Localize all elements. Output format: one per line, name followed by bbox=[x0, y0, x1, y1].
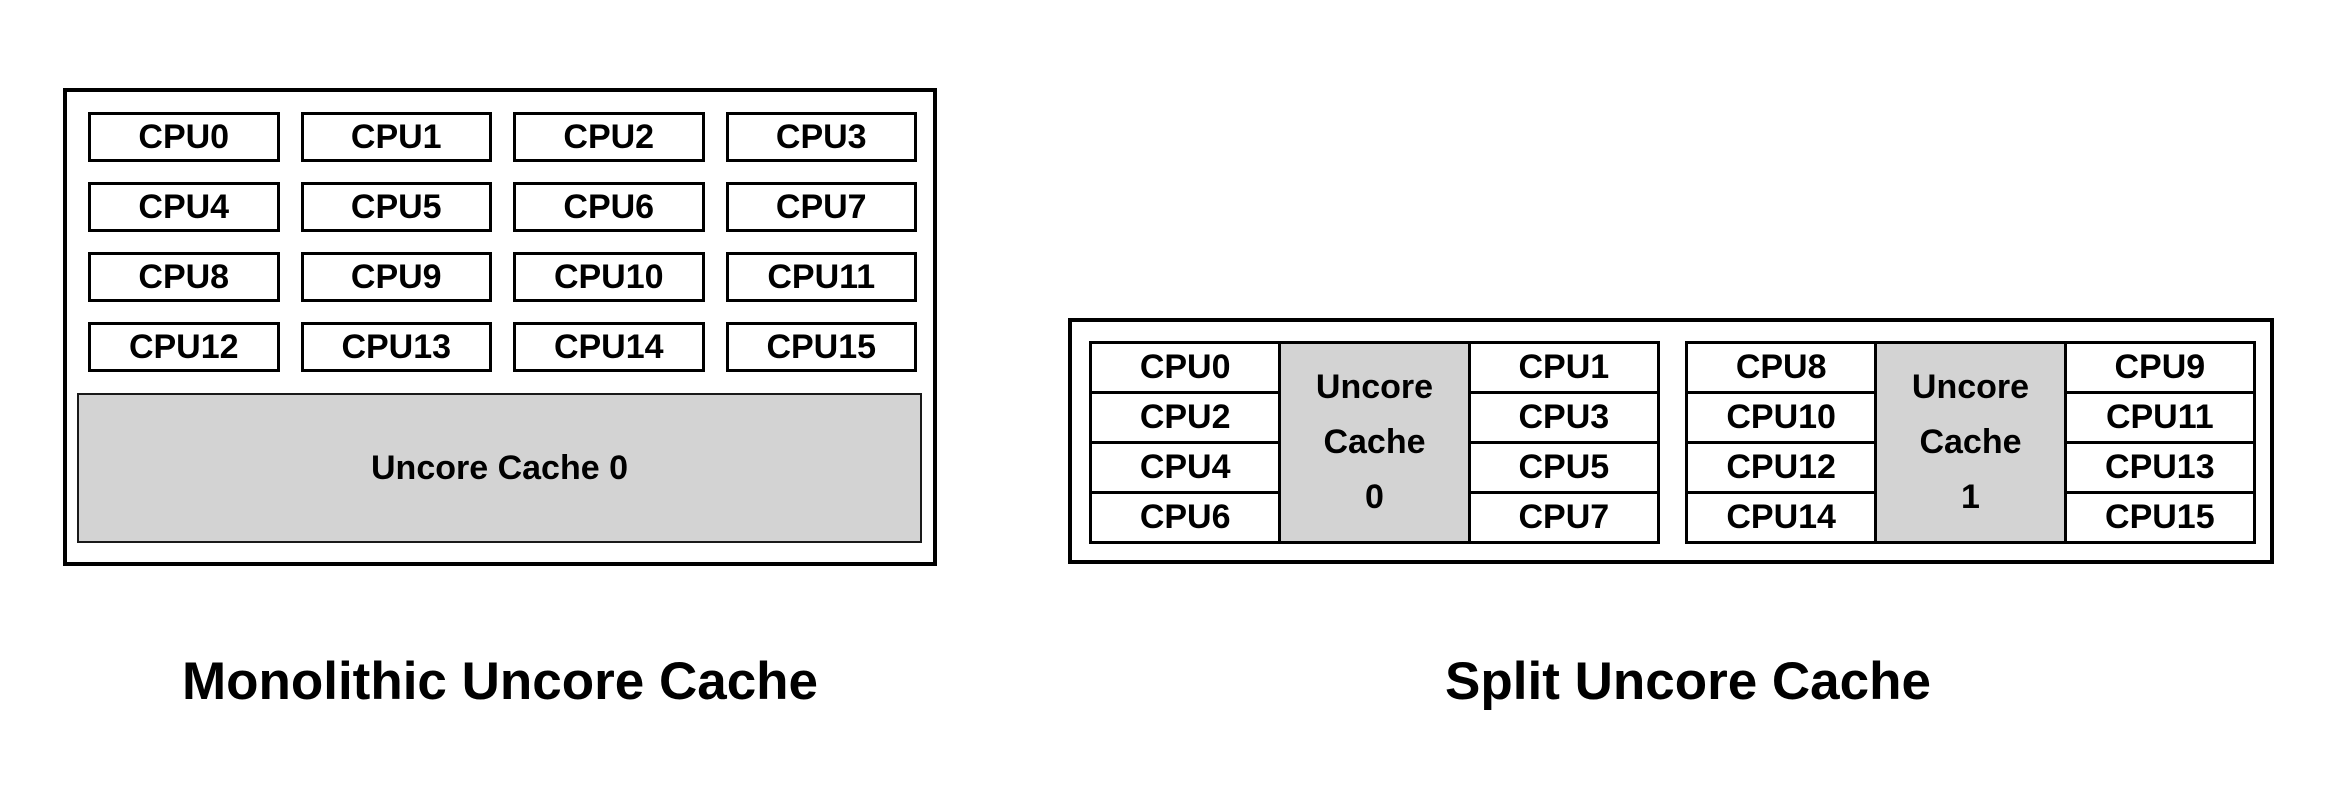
cache-label-line: 1 bbox=[1961, 478, 1980, 517]
cpu-cell: CPU2 bbox=[513, 112, 705, 162]
cache-label-line: Cache bbox=[1323, 422, 1426, 461]
cpu-cell: CPU8 bbox=[88, 252, 280, 302]
uncore-cache-0-box: Uncore Cache 0 bbox=[77, 393, 922, 543]
cpu-cell: CPU11 bbox=[2066, 394, 2253, 441]
cpu-cell: CPU4 bbox=[88, 182, 280, 232]
cpu-cell: CPU4 bbox=[1092, 444, 1279, 491]
cpu-cell: CPU8 bbox=[1688, 344, 1875, 391]
cpu-cell: CPU13 bbox=[300, 322, 492, 372]
cache-label-line: 0 bbox=[1365, 478, 1384, 517]
uncore-cache-1-cell: Uncore Cache 1 bbox=[1877, 344, 2064, 541]
monolithic-cpu-grid: CPU0 CPU1 CPU2 CPU3 CPU4 CPU5 CPU6 CPU7 … bbox=[88, 112, 917, 372]
cpu-cell: CPU1 bbox=[1470, 344, 1657, 391]
cpu-cell: CPU12 bbox=[1688, 444, 1875, 491]
cpu-cell: CPU3 bbox=[1470, 394, 1657, 441]
cpu-cell: CPU15 bbox=[725, 322, 917, 372]
split-cluster-0: CPU0 CPU2 CPU4 CPU6 Uncore Cache 0 CPU1 … bbox=[1089, 341, 1660, 544]
cpu-cell: CPU14 bbox=[513, 322, 705, 372]
split-cluster-1: CPU8 CPU10 CPU12 CPU14 Uncore Cache 1 CP… bbox=[1685, 341, 2256, 544]
cpu-cell: CPU15 bbox=[2066, 494, 2253, 541]
cpu-cell: CPU10 bbox=[513, 252, 705, 302]
cpu-cell: CPU7 bbox=[1470, 494, 1657, 541]
cpu-cell: CPU10 bbox=[1688, 394, 1875, 441]
split-caption: Split Uncore Cache bbox=[1445, 652, 1931, 711]
cpu-cell: CPU1 bbox=[300, 112, 492, 162]
cache-label-line: Uncore bbox=[1315, 367, 1434, 406]
cpu-cell: CPU13 bbox=[2066, 444, 2253, 491]
cpu-cell: CPU5 bbox=[1470, 444, 1657, 491]
cpu-cell: CPU0 bbox=[1092, 344, 1279, 391]
cpu-cell: CPU6 bbox=[513, 182, 705, 232]
uncore-cache-0-cell: Uncore Cache 0 bbox=[1281, 344, 1468, 541]
monolithic-package-box: CPU0 CPU1 CPU2 CPU3 CPU4 CPU5 CPU6 CPU7 … bbox=[63, 88, 937, 566]
cache-label-line: Uncore bbox=[1911, 367, 2030, 406]
cpu-cell: CPU9 bbox=[2066, 344, 2253, 391]
split-package-box: CPU0 CPU2 CPU4 CPU6 Uncore Cache 0 CPU1 … bbox=[1068, 318, 2274, 564]
cpu-cell: CPU12 bbox=[88, 322, 280, 372]
cpu-cell: CPU7 bbox=[725, 182, 917, 232]
cpu-cell: CPU2 bbox=[1092, 394, 1279, 441]
monolithic-caption: Monolithic Uncore Cache bbox=[181, 652, 819, 711]
cpu-cell: CPU0 bbox=[88, 112, 280, 162]
cpu-cell: CPU3 bbox=[725, 112, 917, 162]
cpu-cell: CPU9 bbox=[300, 252, 492, 302]
cpu-cell: CPU6 bbox=[1092, 494, 1279, 541]
cpu-cell: CPU14 bbox=[1688, 494, 1875, 541]
cpu-cell: CPU11 bbox=[725, 252, 917, 302]
cache-label-line: Cache bbox=[1919, 422, 2022, 461]
cpu-cell: CPU5 bbox=[300, 182, 492, 232]
